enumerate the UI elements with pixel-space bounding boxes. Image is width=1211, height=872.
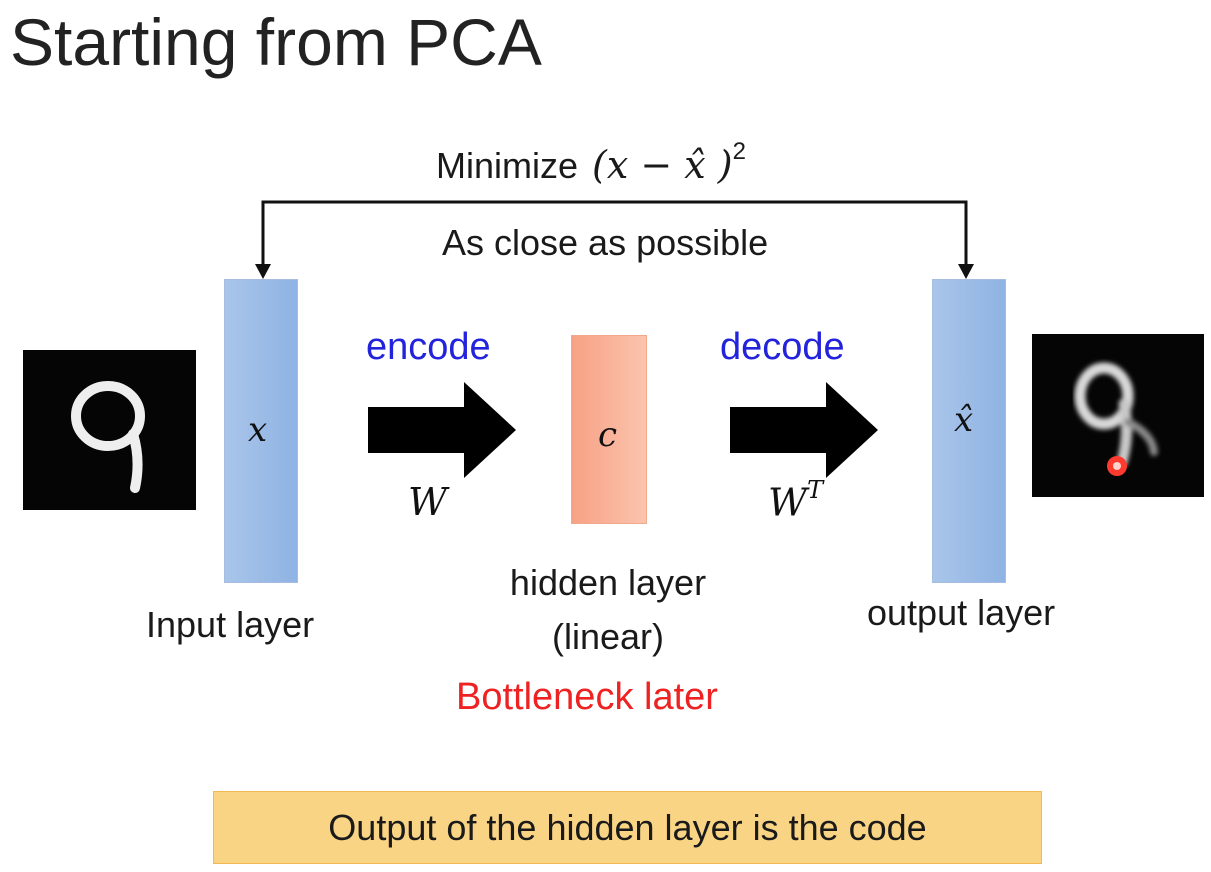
input-layer-symbol: x [248, 410, 268, 450]
hidden-layer-label-line1: hidden layer [509, 562, 707, 603]
digit-nine-reconstructed-icon [1074, 362, 1158, 476]
minimize-objective: Minimize (x − x̂ )2 [436, 130, 746, 194]
encode-arrow-icon [368, 382, 516, 478]
input-layer-bar [224, 279, 298, 583]
slide-title: Starting from PCA [10, 5, 542, 79]
output-layer-label: output layer [867, 592, 1056, 633]
reconstruction-error-formula: (x − x̂ ) [592, 143, 733, 187]
encode-label: encode [366, 326, 491, 368]
decoder-weight: WT [768, 476, 823, 525]
input-layer-label: Input layer [146, 604, 315, 645]
output-digit-image [1032, 334, 1204, 497]
feedback-note: As close as possible [442, 222, 769, 263]
output-layer-bar [932, 279, 1006, 583]
summary-callout: Output of the hidden layer is the code [213, 791, 1042, 864]
bottleneck-note: Bottleneck later [456, 676, 718, 718]
minimize-label: Minimize [436, 145, 579, 186]
transpose-superscript: T [807, 476, 824, 504]
encoder-weight: W [408, 480, 448, 524]
input-digit-image [23, 350, 196, 510]
formula-exponent: 2 [732, 138, 746, 165]
decode-arrow-icon [730, 382, 878, 478]
output-layer-symbol: x̂ [954, 400, 974, 440]
hidden-layer-symbol: c [598, 415, 618, 455]
hidden-layer-bar [571, 335, 647, 524]
hidden-layer-label: hidden layer (linear) [488, 556, 728, 664]
digit-nine-input-icon [71, 381, 145, 493]
bracket-arrowhead-left [255, 264, 271, 279]
decode-label: decode [720, 326, 845, 368]
bracket-arrowhead-right [958, 264, 974, 279]
hidden-layer-label-line2: (linear) [551, 616, 665, 657]
decoder-weight-base: W [768, 480, 808, 525]
